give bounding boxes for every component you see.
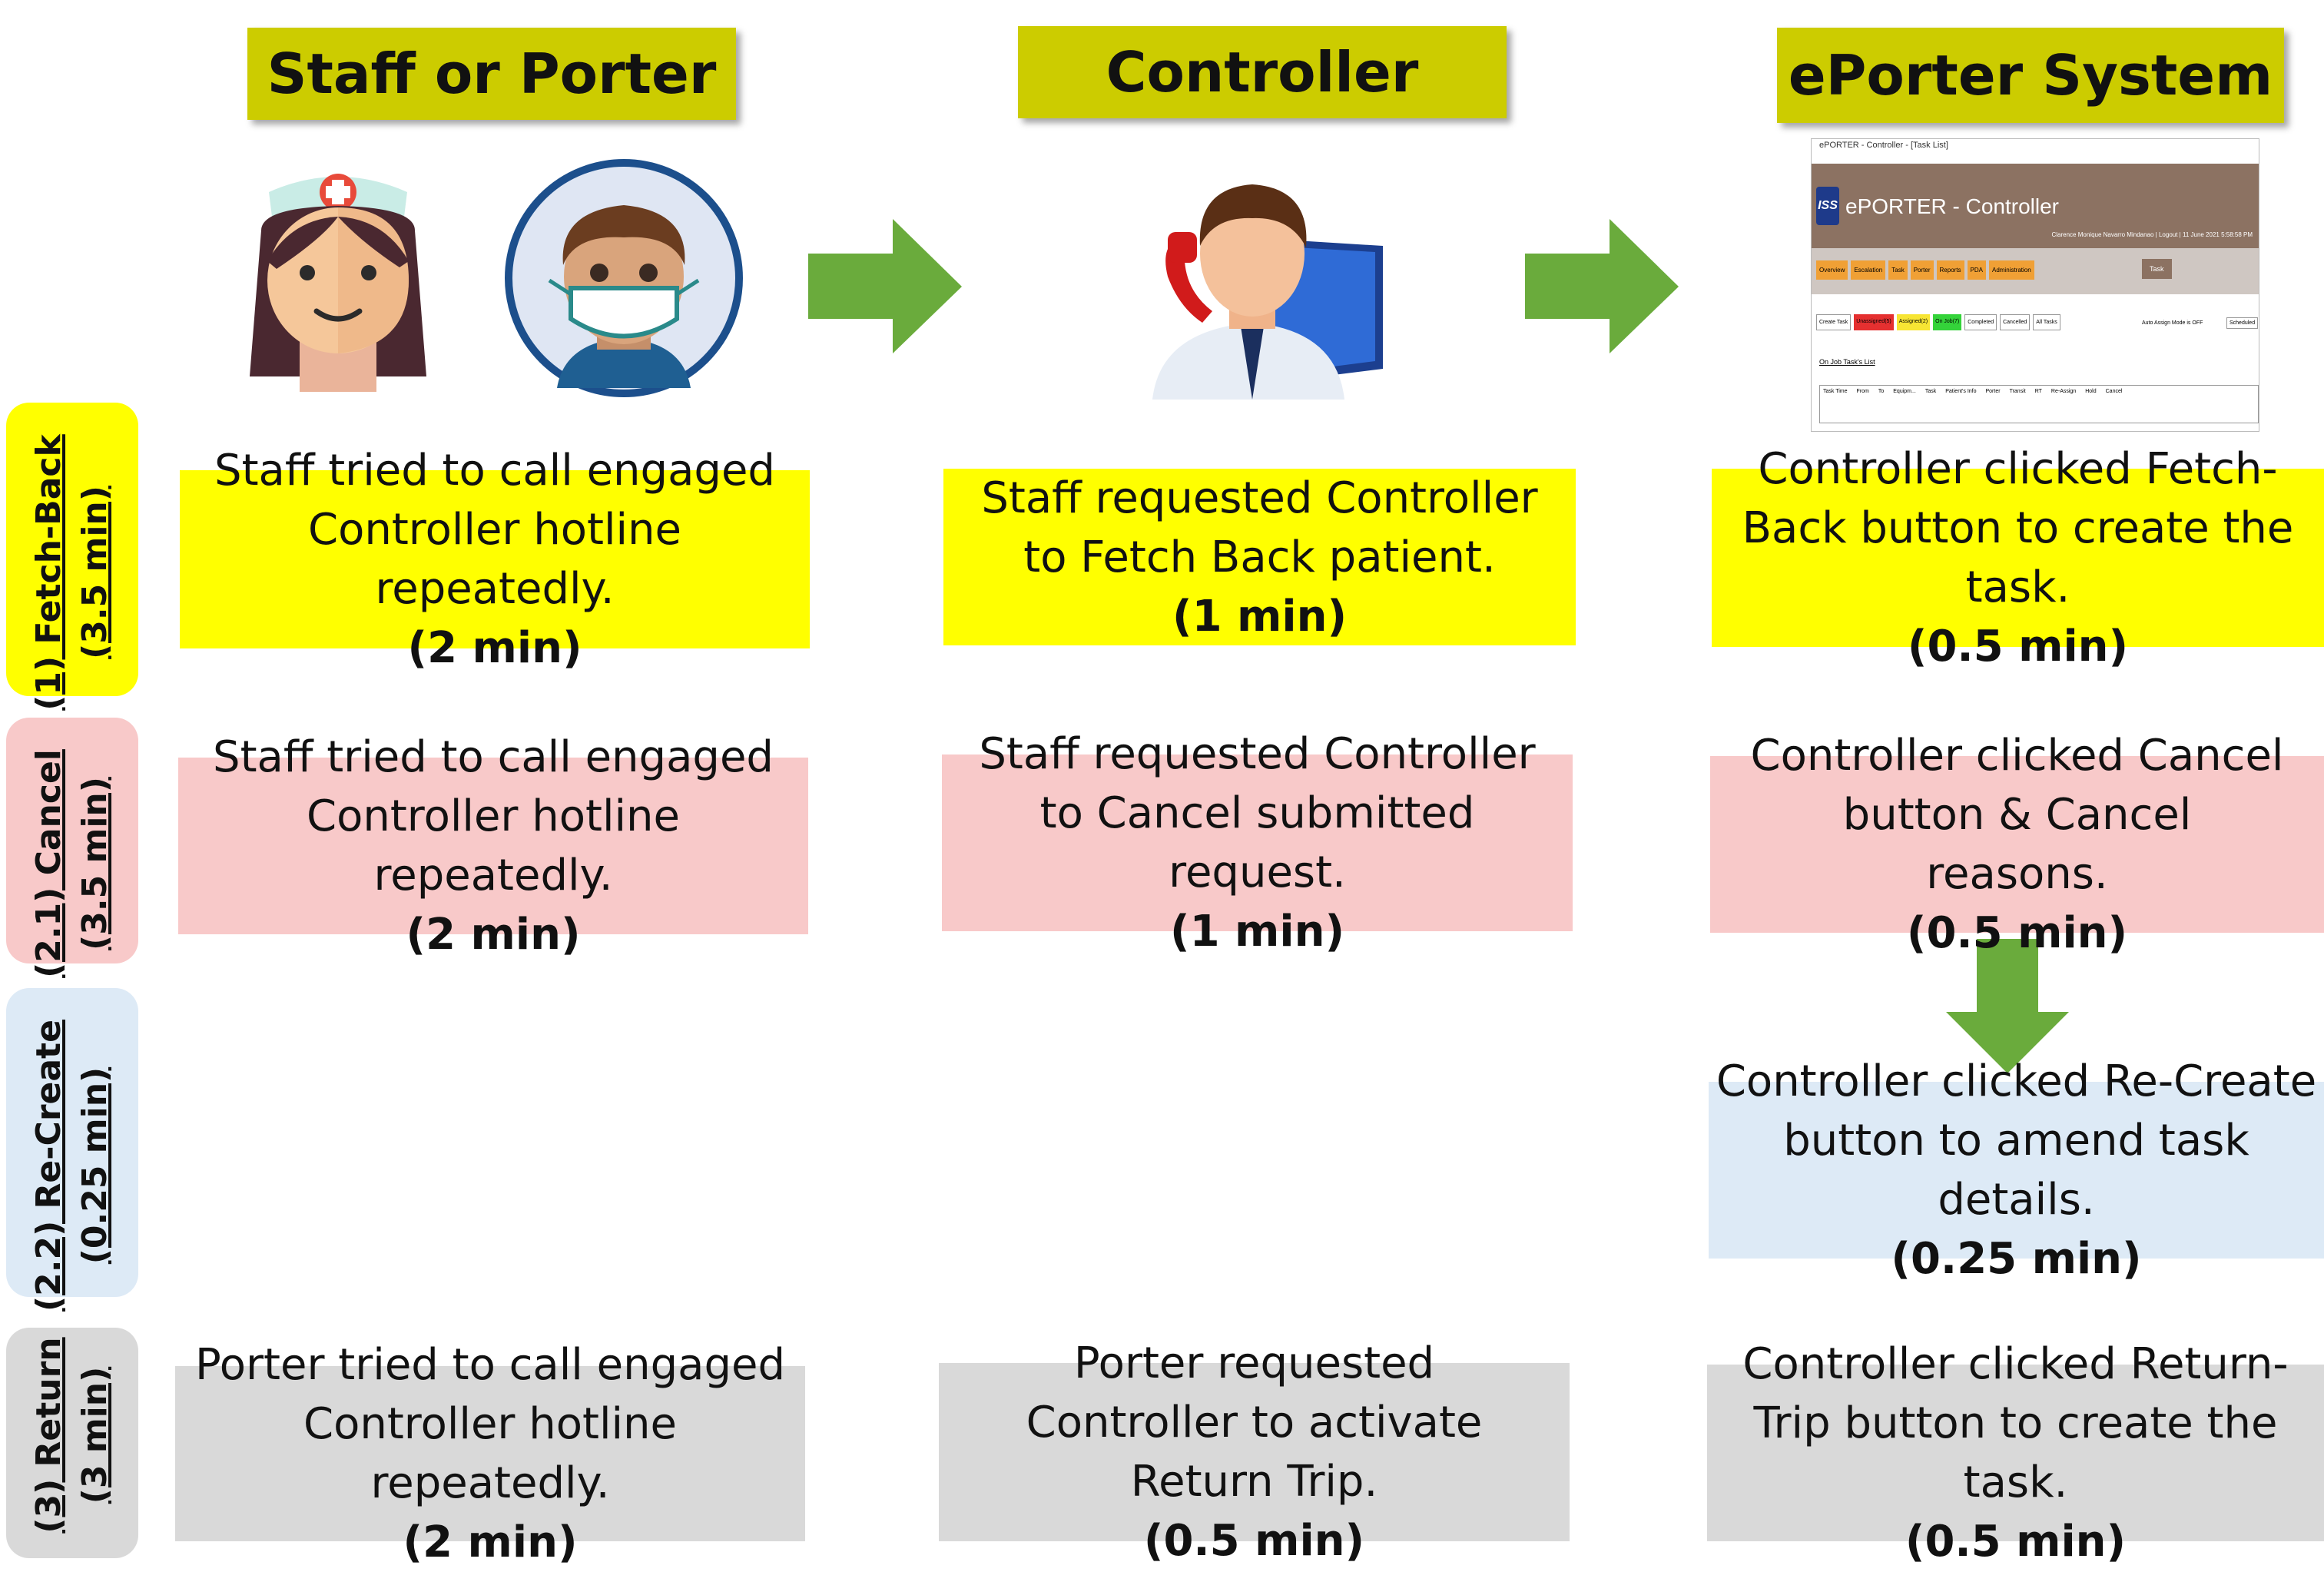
step-text: Controller clicked Cancel button & Cance… bbox=[1750, 731, 2284, 899]
lane-duration: (3.5 min) bbox=[75, 777, 114, 950]
step-text: Staff requested Controller to Cancel sub… bbox=[979, 729, 1536, 897]
right-arrow-icon bbox=[1525, 219, 1679, 353]
screenshot-menu-item[interactable]: Overview bbox=[1816, 260, 1848, 280]
step-text: Controller clicked Re-Create button to a… bbox=[1716, 1056, 2317, 1225]
screenshot-filter[interactable]: Assigned(2) bbox=[1896, 314, 1931, 330]
step-text: Staff tried to call engaged Controller h… bbox=[213, 732, 774, 900]
lane-duration: (0.25 min) bbox=[75, 1066, 114, 1265]
screenshot-col: Task bbox=[1925, 389, 1937, 394]
step-duration: (2 min) bbox=[407, 623, 582, 673]
lane-duration: (3 min) bbox=[75, 1366, 114, 1504]
screenshot-menu-bar: Overview Escalation Task Porter Reports … bbox=[1812, 248, 2259, 294]
nurse-icon bbox=[250, 174, 426, 392]
step-fetch-system: Controller clicked Fetch-Back button to … bbox=[1712, 444, 2324, 672]
step-cancel-controller: Staff requested Controller to Cancel sub… bbox=[942, 729, 1573, 957]
screenshot-filter[interactable]: On Job(7) bbox=[1933, 314, 1962, 330]
screenshot-filter[interactable]: Cancelled bbox=[2000, 314, 2031, 330]
step-duration: (2 min) bbox=[406, 910, 581, 960]
screenshot-menu-item[interactable]: Task bbox=[1888, 260, 1908, 280]
step-text: Staff requested Controller to Fetch Back… bbox=[981, 473, 1538, 582]
screenshot-auto-assign: Auto Assign Mode is OFF bbox=[2142, 320, 2203, 326]
step-duration: (0.25 min) bbox=[1891, 1234, 2142, 1284]
screenshot-window-title: ePORTER - Controller - [Task List] bbox=[1819, 141, 1948, 150]
screenshot-col: Hold bbox=[2085, 389, 2097, 394]
screenshot-scheduled[interactable]: Scheduled bbox=[2226, 317, 2259, 329]
step-duration: (0.5 min) bbox=[1907, 622, 2129, 672]
lane-title: (1) Fetch-Back bbox=[29, 434, 68, 711]
step-duration: (2 min) bbox=[403, 1517, 578, 1567]
screenshot-menu-item[interactable]: Reports bbox=[1936, 260, 1964, 280]
screenshot-table-header: Task Time From To Equipm... Task Patient… bbox=[1819, 385, 2259, 423]
screenshot-col: To bbox=[1878, 389, 1885, 394]
screenshot-menu-item[interactable]: Administration bbox=[1988, 260, 2034, 280]
step-text: Controller clicked Return-Trip button to… bbox=[1742, 1339, 2289, 1507]
step-duration: (1 min) bbox=[1169, 907, 1345, 957]
screenshot-menu-item[interactable]: Porter bbox=[1910, 260, 1934, 280]
screenshot-filter[interactable]: Completed bbox=[1964, 314, 1997, 330]
screenshot-col: RT bbox=[2034, 389, 2042, 394]
screenshot-col: Re-Assign bbox=[2050, 389, 2077, 394]
lane-return: (3) Return (3 min) bbox=[6, 1328, 138, 1558]
screenshot-col: Task Time bbox=[1823, 389, 1848, 394]
lane-fetch-back: (1) Fetch-Back (3.5 min) bbox=[6, 403, 138, 711]
step-cancel-system: Controller clicked Cancel button & Cance… bbox=[1710, 731, 2324, 958]
controller-person-icon bbox=[1152, 184, 1383, 400]
screenshot-filter[interactable]: Create Task bbox=[1816, 314, 1852, 330]
eporter-screenshot: ePORTER - Controller - [Task List] ISS e… bbox=[1811, 138, 2259, 432]
screenshot-app-title: ePORTER - Controller bbox=[1845, 194, 2060, 218]
step-duration: (0.5 min) bbox=[1906, 908, 2128, 958]
step-duration: (0.5 min) bbox=[1905, 1517, 2127, 1567]
step-duration: (1 min) bbox=[1172, 591, 1348, 642]
masked-porter-icon bbox=[505, 159, 743, 397]
column-header-controller: Controller bbox=[1018, 26, 1507, 118]
screenshot-filter[interactable]: Unassigned(5) bbox=[1854, 314, 1894, 330]
screenshot-list-title: On Job Task's List bbox=[1819, 358, 1875, 366]
step-return-system: Controller clicked Return-Trip button to… bbox=[1707, 1339, 2324, 1567]
lane-title: (3) Return bbox=[29, 1337, 68, 1534]
lane-title: (2.2) Re-Create bbox=[29, 1020, 68, 1312]
screenshot-col: Porter bbox=[1985, 389, 2001, 394]
step-fetch-controller: Staff requested Controller to Fetch Back… bbox=[943, 469, 1576, 645]
right-arrow-icon bbox=[808, 219, 962, 353]
screenshot-filter[interactable]: All Tasks bbox=[2033, 314, 2060, 330]
step-return-staff: Porter tried to call engaged Controller … bbox=[175, 1340, 805, 1567]
screenshot-col: From bbox=[1856, 389, 1869, 394]
step-recreate-system: Controller clicked Re-Create button to a… bbox=[1709, 1056, 2324, 1284]
lane-title: (2.1) Cancel bbox=[29, 749, 68, 978]
column-header-staff: Staff or Porter bbox=[247, 28, 736, 120]
down-arrow-icon bbox=[1946, 939, 2069, 1073]
screenshot-col: Patient's Info bbox=[1945, 389, 1977, 394]
column-header-system: ePorter System bbox=[1777, 28, 2284, 123]
screenshot-user-line: Clarence Monique Navarro Mindanao | Logo… bbox=[2051, 231, 2253, 238]
lane-cancel: (2.1) Cancel (3.5 min) bbox=[6, 718, 138, 978]
step-return-controller: Porter requested Controller to activate … bbox=[939, 1338, 1570, 1566]
screenshot-col: Transit bbox=[2009, 389, 2026, 394]
step-text: Staff tried to call engaged Controller h… bbox=[214, 446, 775, 614]
screenshot-banner: ISS ePORTER - Controller Clarence Moniqu… bbox=[1812, 164, 2259, 248]
screenshot-menu-item[interactable]: Escalation bbox=[1851, 260, 1886, 280]
step-fetch-staff: Staff tried to call engaged Controller h… bbox=[180, 446, 810, 673]
step-text: Controller clicked Fetch-Back button to … bbox=[1742, 444, 2294, 612]
screenshot-menu-item[interactable]: PDA bbox=[1967, 260, 1986, 280]
screenshot-col: Equipm... bbox=[1893, 389, 1916, 394]
step-cancel-staff: Staff tried to call engaged Controller h… bbox=[178, 732, 808, 960]
lane-duration: (3.5 min) bbox=[75, 486, 114, 659]
iss-logo: ISS bbox=[1816, 187, 1839, 225]
screenshot-task-button[interactable]: Task bbox=[2142, 259, 2172, 279]
step-text: Porter tried to call engaged Controller … bbox=[194, 1340, 786, 1508]
screenshot-col: Cancel bbox=[2105, 389, 2123, 394]
step-text: Porter requested Controller to activate … bbox=[1026, 1338, 1483, 1507]
lane-recreate: (2.2) Re-Create (0.25 min) bbox=[6, 988, 138, 1312]
screenshot-filter-bar: Create Task Unassigned(5) Assigned(2) On… bbox=[1816, 314, 2060, 330]
